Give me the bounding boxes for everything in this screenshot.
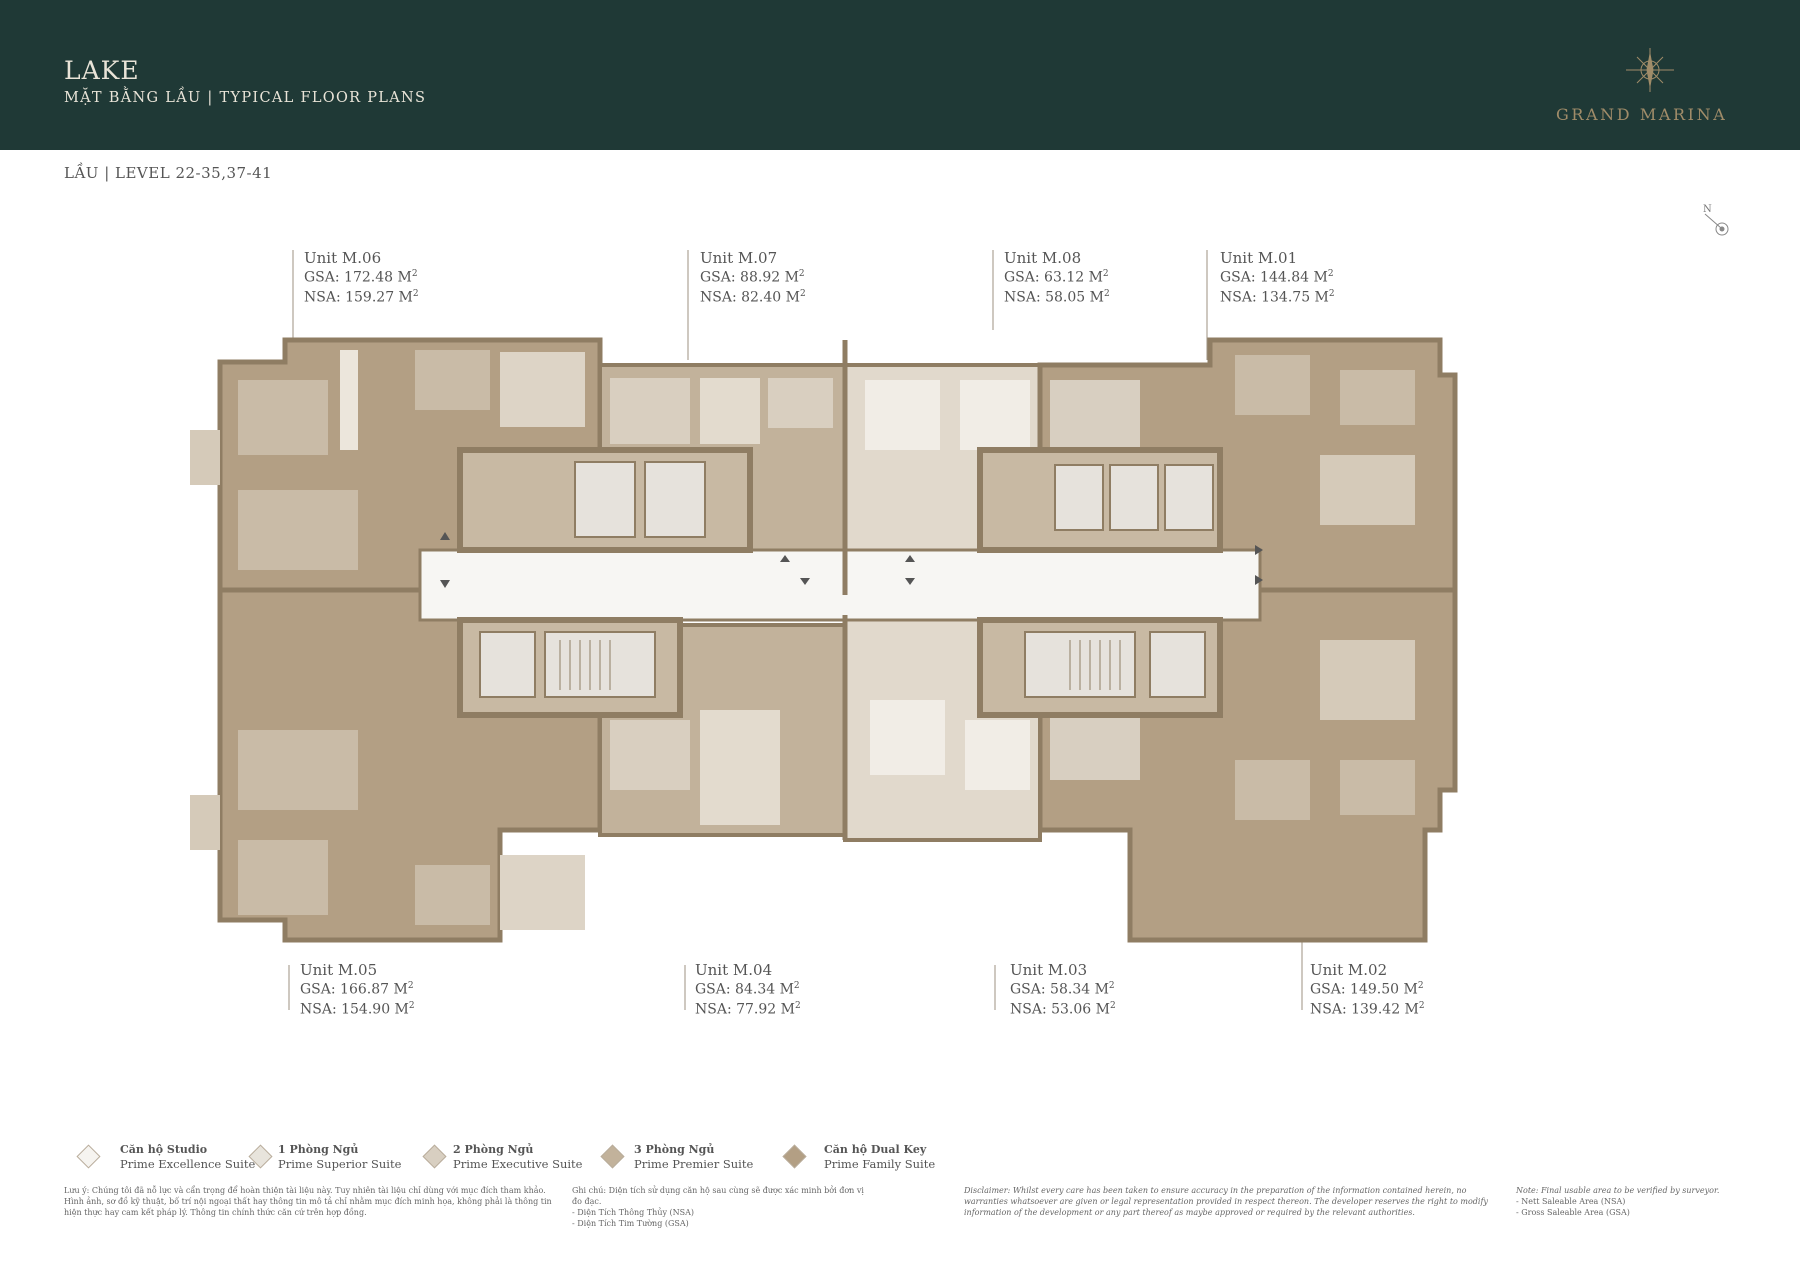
legend-swatch-studio — [76, 1144, 101, 1169]
compass-logo-icon — [1626, 48, 1674, 92]
unit-nsa: NSA: 159.27 M — [304, 289, 413, 306]
core-bottom-left — [457, 617, 683, 718]
unit-gsa: GSA: 84.34 M — [695, 981, 794, 998]
unit-name: Unit M.06 — [304, 249, 382, 267]
unit-name: Unit M.03 — [1010, 961, 1088, 979]
legend-swatch-dualkey — [782, 1144, 807, 1169]
unit-name: Unit M.05 — [300, 961, 378, 979]
unit-name: Unit M.08 — [1004, 249, 1082, 267]
unit-label-m05: Unit M.05 GSA: 166.87 M2 NSA: 154.90 M2 — [300, 961, 415, 1018]
level-label: LẦU | LEVEL 22-35,37-41 — [64, 164, 273, 182]
unit-name: Unit M.04 — [695, 961, 773, 979]
unit-gsa: GSA: 63.12 M — [1004, 269, 1103, 286]
unit-label-m04: Unit M.04 GSA: 84.34 M2 NSA: 77.92 M2 — [695, 961, 801, 1018]
unit-gsa: GSA: 149.50 M — [1310, 981, 1418, 998]
unit-nsa: NSA: 77.92 M — [695, 1001, 795, 1018]
vi-area-note: Ghi chú: Diện tích sử dụng căn hộ sau cù… — [572, 1186, 864, 1228]
unit-nsa: NSA: 154.90 M — [300, 1001, 409, 1018]
legend-swatch-3br — [600, 1144, 625, 1169]
exit-arrows — [440, 532, 1263, 588]
central-corridor — [418, 548, 1262, 622]
core-top-right — [977, 447, 1223, 553]
vi-disclaimer: Lưu ý: Chúng tôi đã nỗ lực và cẩn trọng … — [64, 1186, 552, 1217]
legend-swatch-2br — [422, 1144, 447, 1169]
unit-gsa: GSA: 88.92 M — [700, 269, 799, 286]
floor-plan — [190, 250, 1458, 1010]
unit-label-m02: Unit M.02 GSA: 149.50 M2 NSA: 139.42 M2 — [1310, 961, 1425, 1018]
unit-nsa: NSA: 53.06 M — [1010, 1001, 1110, 1018]
en-disclaimer: Disclaimer: Whilst every care has been t… — [964, 1186, 1488, 1217]
brand-name: GRAND MARINA — [1556, 105, 1728, 124]
unit-label-m01: Unit M.01 GSA: 144.84 M2 NSA: 134.75 M2 — [1220, 249, 1335, 306]
unit-label-m08: Unit M.08 GSA: 63.12 M2 NSA: 58.05 M2 — [1004, 249, 1110, 306]
core-bottom-right — [977, 617, 1223, 718]
unit-label-m07: Unit M.07 GSA: 88.92 M2 NSA: 82.40 M2 — [700, 249, 806, 306]
unit-name: Unit M.02 — [1310, 961, 1388, 979]
unit-gsa: GSA: 144.84 M — [1220, 269, 1328, 286]
unit-gsa: GSA: 166.87 M — [300, 981, 408, 998]
page-title: LAKE — [64, 56, 140, 85]
north-arrow-icon: N — [1703, 204, 1729, 236]
page-subtitle: MẶT BẰNG LẦU | TYPICAL FLOOR PLANS — [64, 90, 427, 106]
header-bar: LAKE MẶT BẰNG LẦU | TYPICAL FLOOR PLANS … — [0, 0, 1800, 150]
unit-nsa: NSA: 58.05 M — [1004, 289, 1104, 306]
unit-nsa: NSA: 134.75 M — [1220, 289, 1329, 306]
north-letter: N — [1703, 204, 1712, 215]
en-area-note: Note: Final usable area to be verified b… — [1516, 1186, 1720, 1217]
unit-label-m03: Unit M.03 GSA: 58.34 M2 NSA: 53.06 M2 — [1010, 961, 1116, 1018]
unit-nsa: NSA: 82.40 M — [700, 289, 800, 306]
unit-gsa: GSA: 172.48 M — [304, 269, 412, 286]
unit-gsa: GSA: 58.34 M — [1010, 981, 1109, 998]
core-top-left — [457, 447, 753, 553]
unit-label-m06: Unit M.06 GSA: 172.48 M2 NSA: 159.27 M2 — [304, 249, 419, 306]
unit-name: Unit M.07 — [700, 249, 778, 267]
unit-nsa: NSA: 139.42 M — [1310, 1001, 1419, 1018]
unit-name: Unit M.01 — [1220, 249, 1298, 267]
